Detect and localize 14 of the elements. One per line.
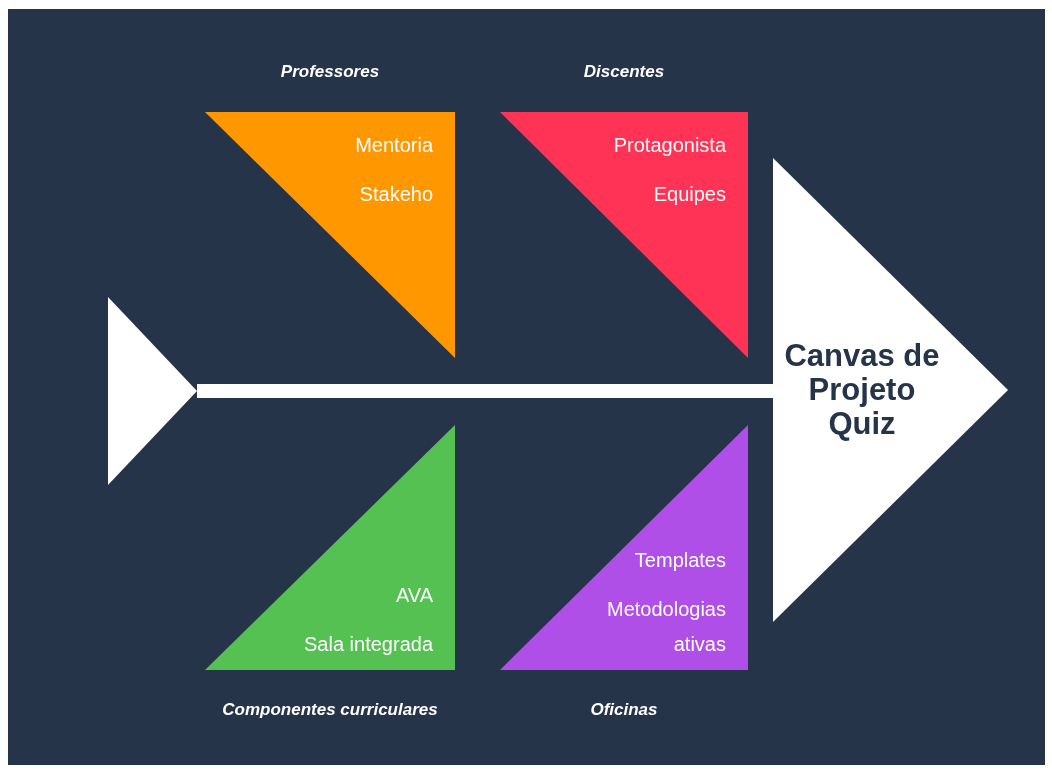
branch-item: Metodologias ativas <box>606 597 726 657</box>
branch-heading: Discentes <box>583 61 665 84</box>
head-title: Canvas de Projeto Quiz <box>783 339 941 441</box>
branch-heading: Componentes curriculares <box>222 699 438 722</box>
branch-item: Templates <box>634 548 726 573</box>
branch-item: Stakeho <box>359 182 433 207</box>
branch-item: Sala integrada <box>304 632 433 657</box>
branch-item: Mentoria <box>355 133 433 158</box>
branch-heading: Oficinas <box>590 699 658 722</box>
branch-item: AVA <box>395 583 433 608</box>
branch-item: Protagonista <box>613 133 726 158</box>
branch-heading: Professores <box>280 61 380 84</box>
spine-line <box>197 384 773 398</box>
branch-item: Equipes <box>653 182 726 207</box>
